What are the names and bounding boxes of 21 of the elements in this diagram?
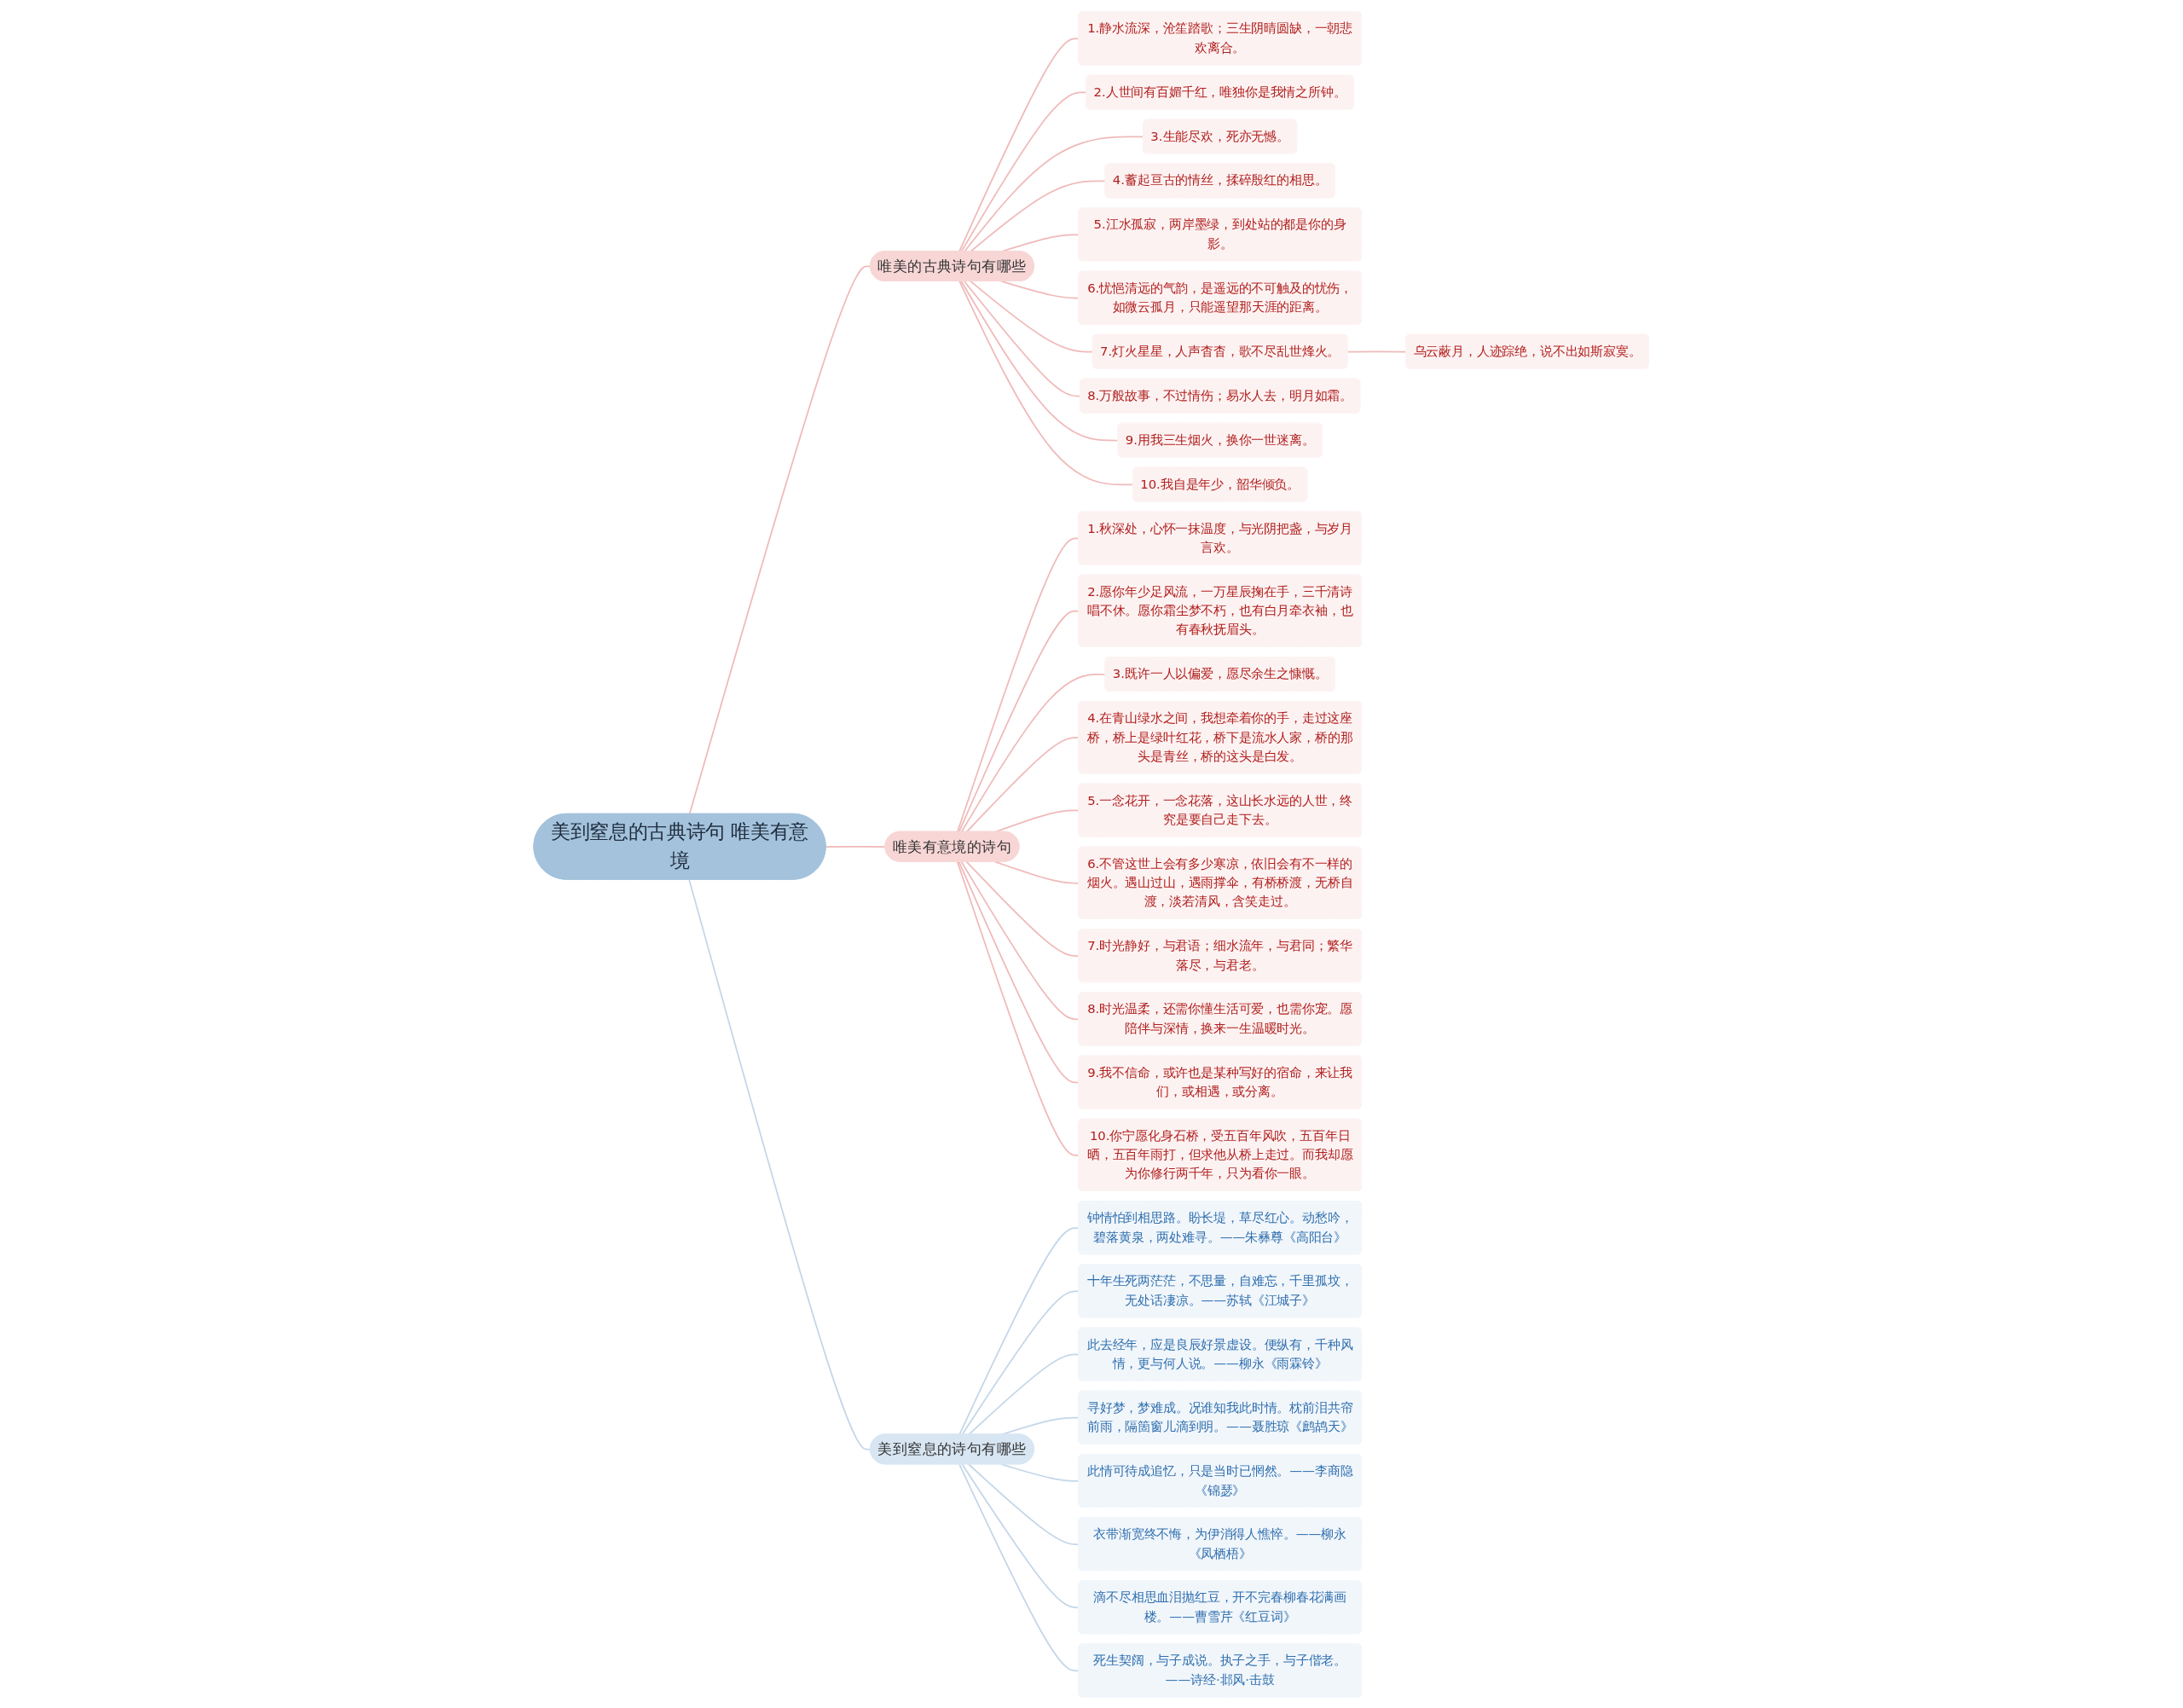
connector bbox=[961, 1462, 1080, 1608]
connector bbox=[960, 860, 1080, 1020]
connector bbox=[968, 1353, 1080, 1435]
connector bbox=[958, 1462, 1080, 1671]
connector bbox=[970, 179, 1107, 252]
connector bbox=[961, 1289, 1080, 1435]
connector bbox=[1346, 350, 1408, 352]
connector bbox=[688, 878, 872, 1450]
connector bbox=[960, 91, 1088, 252]
connector bbox=[1000, 280, 1080, 298]
connector bbox=[958, 37, 1080, 252]
connector bbox=[958, 860, 1080, 1083]
connector bbox=[994, 860, 1080, 884]
connector bbox=[825, 845, 887, 848]
connector bbox=[1000, 1462, 1080, 1482]
connector bbox=[958, 1226, 1080, 1435]
connector bbox=[960, 280, 1120, 441]
connector bbox=[968, 1462, 1080, 1545]
connector bbox=[970, 280, 1094, 352]
connector bbox=[957, 860, 1080, 1156]
connector bbox=[966, 860, 1080, 957]
